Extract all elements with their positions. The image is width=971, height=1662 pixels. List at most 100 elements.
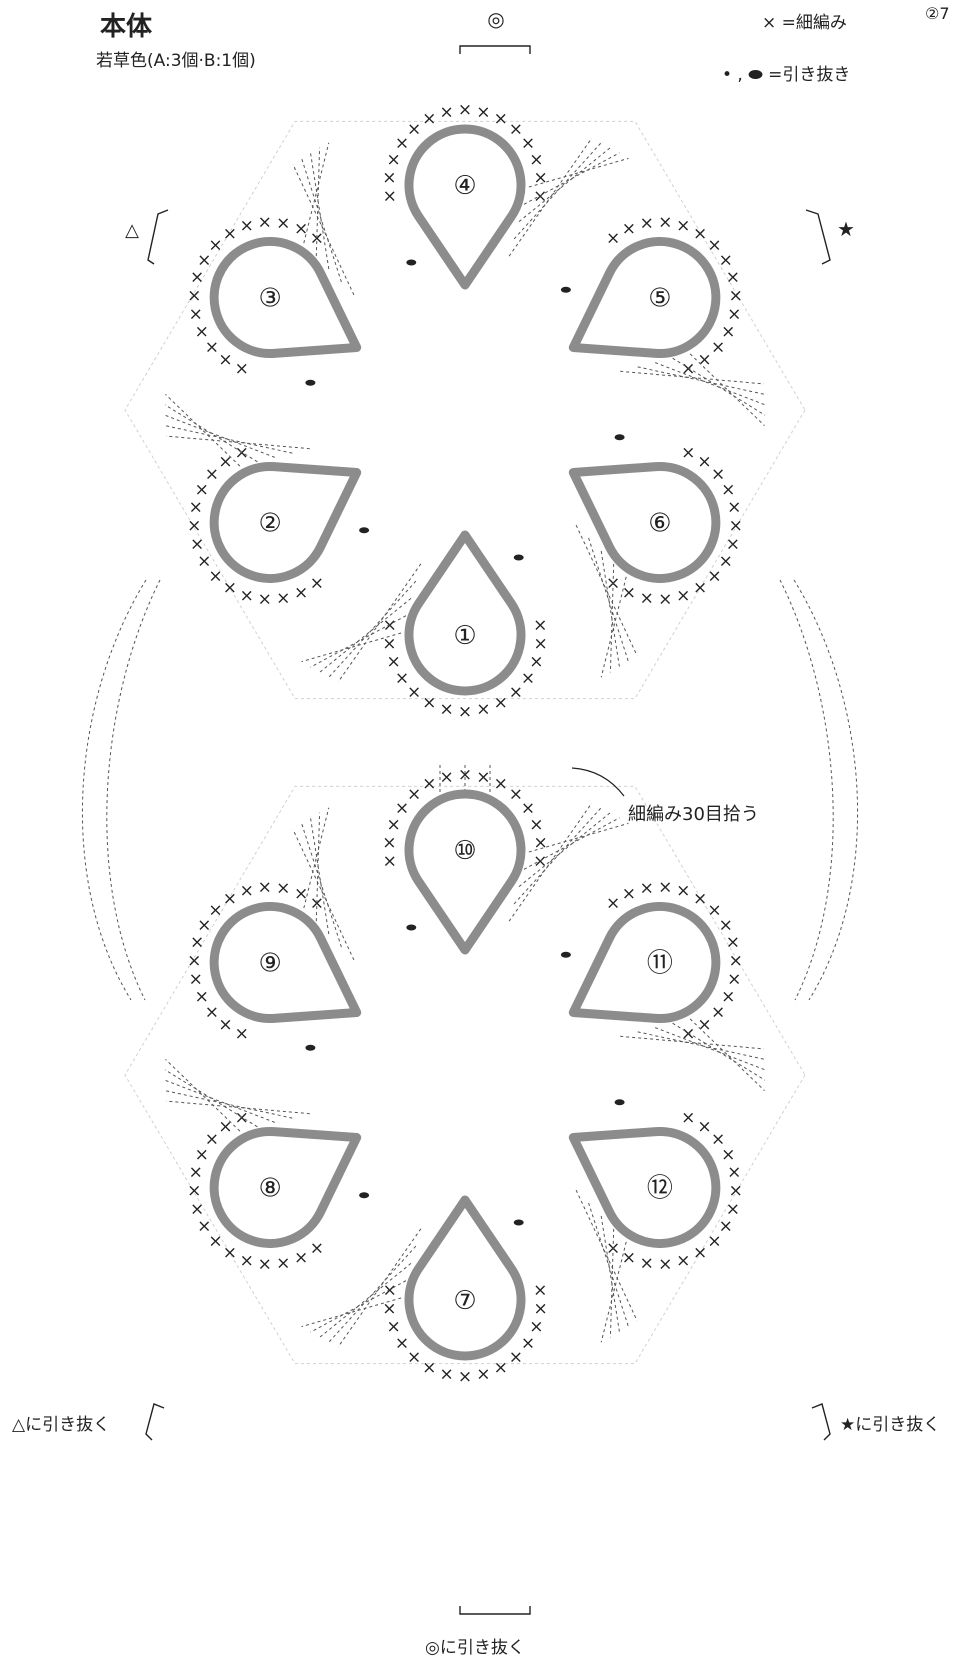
single-crochet-stitch: ×	[208, 236, 222, 256]
single-crochet-stitch: ×	[383, 615, 397, 635]
single-crochet-stitch: ×	[258, 213, 272, 233]
single-crochet-stitch: ×	[439, 767, 453, 787]
single-crochet-stitch: ×	[382, 1299, 396, 1319]
single-crochet-stitch: ×	[681, 1024, 695, 1044]
top-bracket	[460, 46, 530, 54]
single-crochet-stitch: ×	[422, 1358, 436, 1378]
single-crochet-stitch: ×	[439, 102, 453, 122]
cutoff-label: ②7	[925, 4, 950, 23]
single-crochet-stitch: ×	[727, 1163, 741, 1183]
single-crochet-stitch: ×	[218, 452, 232, 472]
single-crochet-stitch: ×	[276, 214, 290, 234]
single-crochet-stitch: ×	[676, 216, 690, 236]
single-crochet-stitch: ×	[190, 933, 204, 953]
single-crochet-stitch: ×	[622, 884, 636, 904]
single-crochet-stitch: ×	[223, 889, 237, 909]
petal-motif	[409, 129, 521, 285]
single-crochet-stitch: ×	[310, 573, 324, 593]
single-crochet-stitch: ×	[218, 350, 232, 370]
bottom-right-bracket	[812, 1404, 830, 1440]
single-crochet-stitch: ×	[622, 1248, 636, 1268]
single-crochet-stitch: ×	[294, 583, 308, 603]
single-crochet-stitch: ×	[189, 969, 203, 989]
chain-row	[601, 1216, 619, 1332]
yarn-color-note: 若草色(A:3個·B:1個)	[96, 46, 256, 71]
slip-triangle-annotation: △に引き抜く	[12, 1410, 110, 1435]
single-crochet-stitch: ×	[676, 881, 690, 901]
single-crochet-stitch: ×	[676, 586, 690, 606]
single-crochet-stitch: ×	[476, 700, 490, 720]
petal-motif	[409, 535, 521, 691]
petal-motif	[409, 794, 521, 950]
single-crochet-stitch: ×	[711, 1002, 725, 1022]
single-crochet-stitch: ×	[382, 634, 396, 654]
top-double-circle-mark: ◎	[487, 7, 504, 31]
single-crochet-stitch: ×	[729, 286, 743, 306]
single-crochet-stitch: ×	[726, 268, 740, 288]
single-crochet-stitch: ×	[208, 901, 222, 921]
single-crochet-stitch: ×	[276, 588, 290, 608]
single-crochet-stitch: ×	[697, 1117, 711, 1137]
left-triangle-mark: △	[125, 220, 139, 241]
chain-row	[673, 358, 765, 415]
single-crochet-stitch: ×	[240, 586, 254, 606]
single-crochet-stitch: ×	[190, 1199, 204, 1219]
single-crochet-stitch: ×	[458, 1367, 472, 1387]
single-crochet-stitch: ×	[382, 833, 396, 853]
motif-number-label: ⑦	[453, 1286, 476, 1316]
single-crochet-stitch: ×	[223, 578, 237, 598]
motif-number-label: ①	[453, 621, 476, 651]
motif-number-label: ⑫	[647, 1174, 673, 1204]
single-crochet-stitch: ×	[240, 1251, 254, 1271]
single-crochet-stitch: ×	[235, 1108, 249, 1128]
single-crochet-stitch: ×	[476, 767, 490, 787]
slip-stitch	[615, 434, 625, 440]
motif-number-label: ②	[258, 509, 281, 539]
side-connector-chain	[794, 580, 858, 1000]
single-crochet-stitch: ×	[494, 693, 508, 713]
single-crochet-stitch: ×	[529, 815, 543, 835]
single-crochet-stitch: ×	[190, 268, 204, 288]
single-crochet-stitch: ×	[187, 951, 201, 971]
single-crochet-stitch: ×	[386, 652, 400, 672]
single-crochet-stitch: ×	[235, 443, 249, 463]
single-crochet-stitch: ×	[681, 1108, 695, 1128]
single-crochet-stitch: ×	[622, 583, 636, 603]
single-crochet-stitch: ×	[729, 516, 743, 536]
single-crochet-stitch: ×	[197, 552, 211, 572]
single-crochet-stitch: ×	[476, 102, 490, 122]
single-crochet-stitch: ×	[223, 1243, 237, 1263]
motif-number-label: ⑥	[648, 509, 671, 539]
slip-stitch	[359, 1192, 369, 1198]
single-crochet-stitch: ×	[383, 1280, 397, 1300]
slip-stitch	[514, 555, 524, 561]
single-crochet-stitch: ×	[276, 879, 290, 899]
slip-star-annotation: ★に引き抜く	[840, 1410, 940, 1435]
single-crochet-stitch: ×	[223, 224, 237, 244]
slip-stitch	[305, 380, 315, 386]
single-crochet-stitch: ×	[458, 100, 472, 120]
single-crochet-stitch: ×	[190, 534, 204, 554]
slip-stitch	[615, 1099, 625, 1105]
single-crochet-stitch: ×	[711, 337, 725, 357]
single-crochet-stitch: ×	[494, 774, 508, 794]
single-crochet-stitch: ×	[197, 1217, 211, 1237]
single-crochet-stitch: ×	[693, 578, 707, 598]
single-crochet-stitch: ×	[382, 168, 396, 188]
slip-stitch	[406, 925, 416, 931]
motif-number-label: ⑪	[647, 949, 673, 979]
single-crochet-stitch: ×	[658, 878, 672, 898]
single-crochet-stitch: ×	[533, 1280, 547, 1300]
chain-row	[601, 551, 619, 667]
single-crochet-stitch: ×	[693, 224, 707, 244]
single-crochet-stitch: ×	[235, 1024, 249, 1044]
motif-number-label: ⑨	[258, 949, 281, 979]
single-crochet-stitch: ×	[383, 852, 397, 872]
single-crochet-stitch: ×	[218, 1117, 232, 1137]
single-crochet-stitch: ×	[681, 359, 695, 379]
motif-number-label: ⑩	[453, 836, 476, 866]
single-crochet-stitch: ×	[533, 187, 547, 207]
single-crochet-stitch: ×	[622, 219, 636, 239]
single-crochet-stitch: ×	[187, 286, 201, 306]
slip-stitch	[561, 952, 571, 958]
